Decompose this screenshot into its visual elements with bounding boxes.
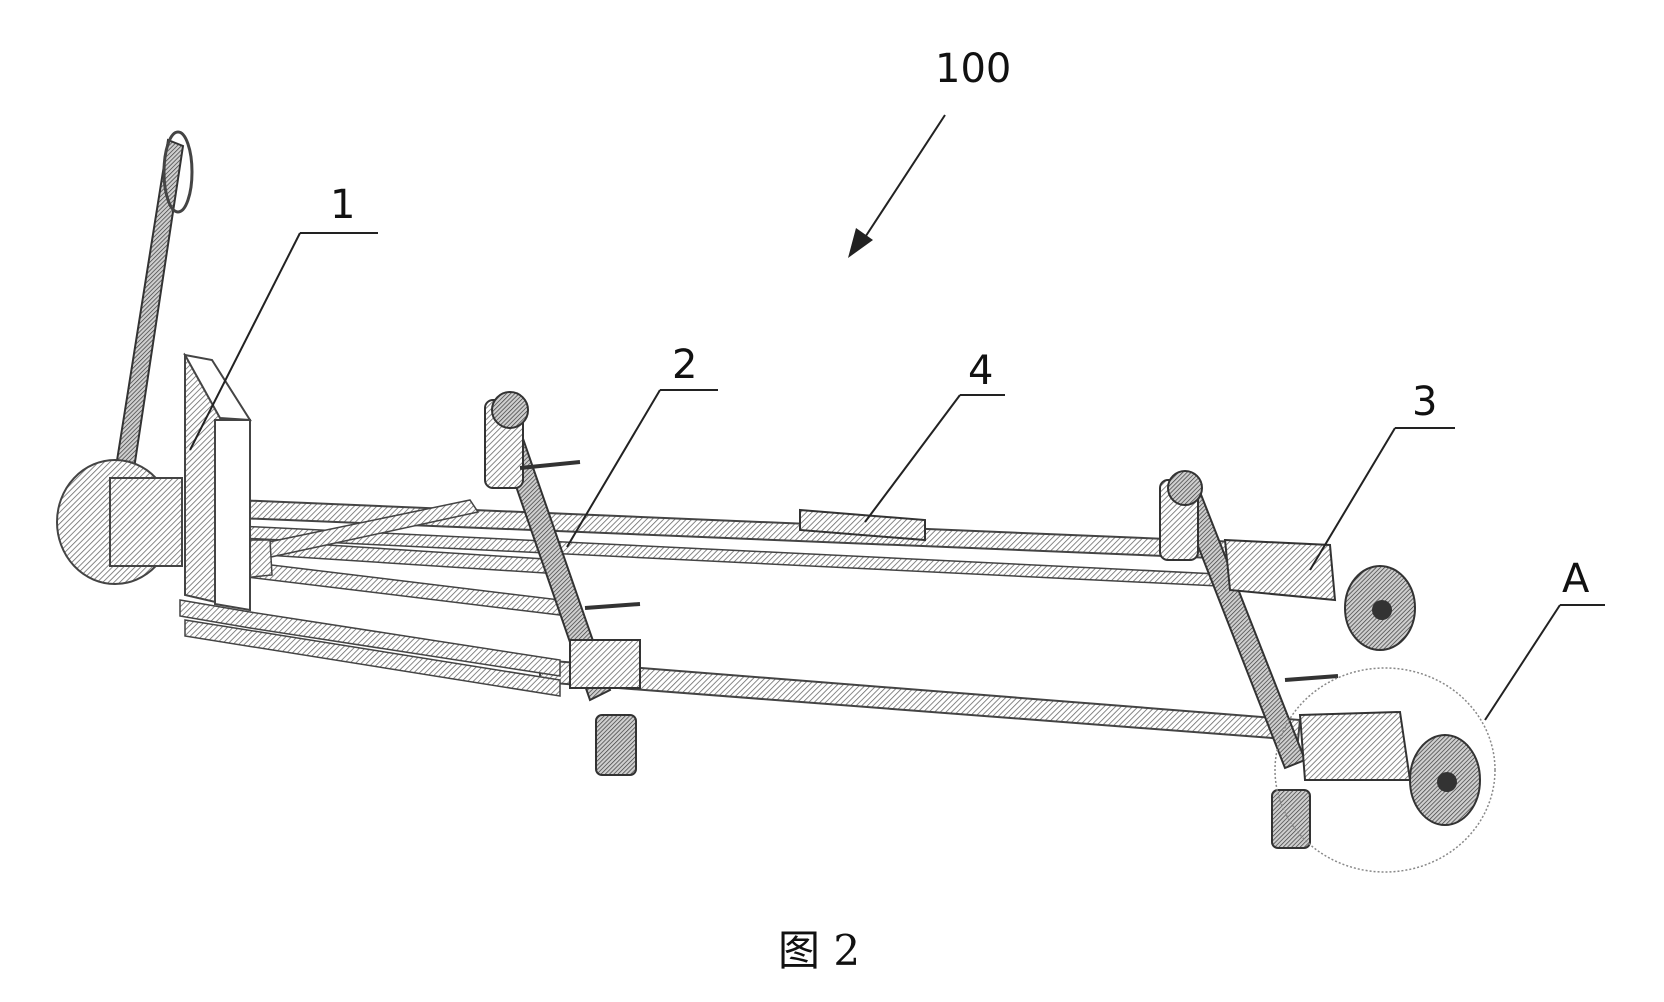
upper-wheel-hub [1372, 600, 1392, 620]
figure-caption: 图 2 [778, 926, 860, 975]
lower-side-rail [539, 658, 1302, 742]
head-base-plate [179, 599, 561, 677]
upper-pin-2 [519, 460, 581, 470]
leader-4 [864, 394, 961, 523]
label-1: 1 [330, 182, 355, 228]
leader-1 [189, 232, 301, 451]
lower-wheel-hub [1437, 772, 1457, 792]
lower-mount-2 [569, 639, 641, 689]
middle-pin-2 [584, 602, 641, 610]
upper-clamp-knob-3 [1167, 470, 1203, 506]
leader-2 [566, 389, 661, 548]
assembly-arrow-line [859, 114, 946, 246]
leader-lines [189, 114, 1605, 721]
assembly-arrowhead [848, 228, 873, 258]
head-unit [56, 130, 561, 677]
handle-grip [162, 130, 194, 214]
rear-cross-brace [1159, 470, 1481, 849]
leader-3 [1309, 427, 1396, 571]
label-a: A [1562, 556, 1590, 602]
upper-wheel-bracket [1223, 538, 1337, 602]
label-plate [799, 508, 926, 542]
detail-circle-a [1274, 667, 1496, 873]
label-3: 3 [1412, 379, 1437, 425]
handle-bar [110, 138, 185, 497]
head-box-panel [214, 419, 251, 612]
stretcher-frame [184, 498, 1314, 742]
lower-wheel-bracket [1298, 710, 1412, 781]
label-100: 100 [935, 46, 1011, 92]
knob-housing [109, 477, 183, 567]
lower-clamp-2 [595, 714, 637, 776]
lower-clamp-3 [1271, 789, 1311, 849]
front-cross-brace [484, 391, 641, 776]
leader-a [1484, 604, 1561, 721]
upper-clamp-knob-2 [491, 391, 529, 429]
label-4: 4 [968, 348, 993, 394]
lower-side-rail-edge [184, 619, 561, 697]
middle-pin-3 [1284, 674, 1339, 682]
label-2: 2 [672, 342, 697, 388]
